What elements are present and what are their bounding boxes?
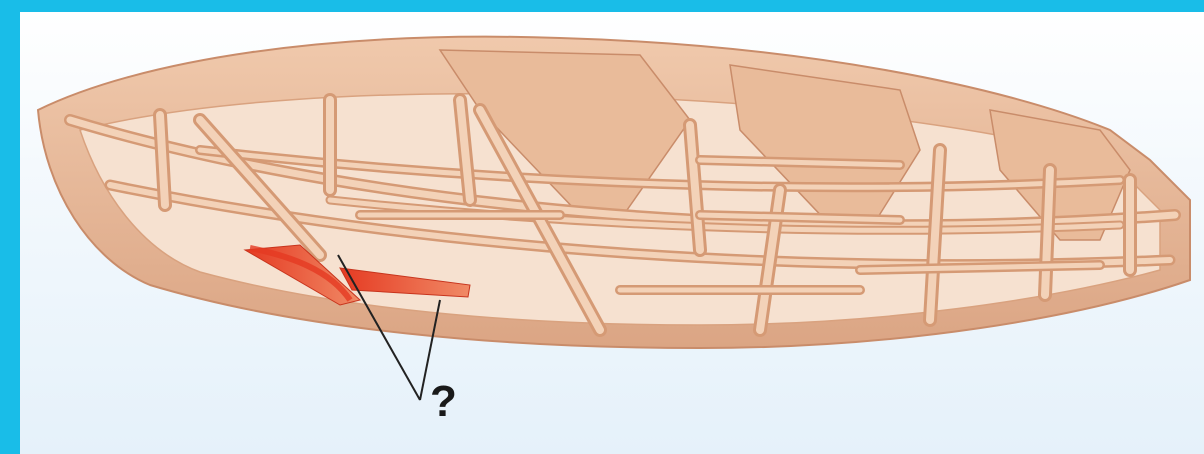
callout-label: ?	[430, 380, 457, 424]
